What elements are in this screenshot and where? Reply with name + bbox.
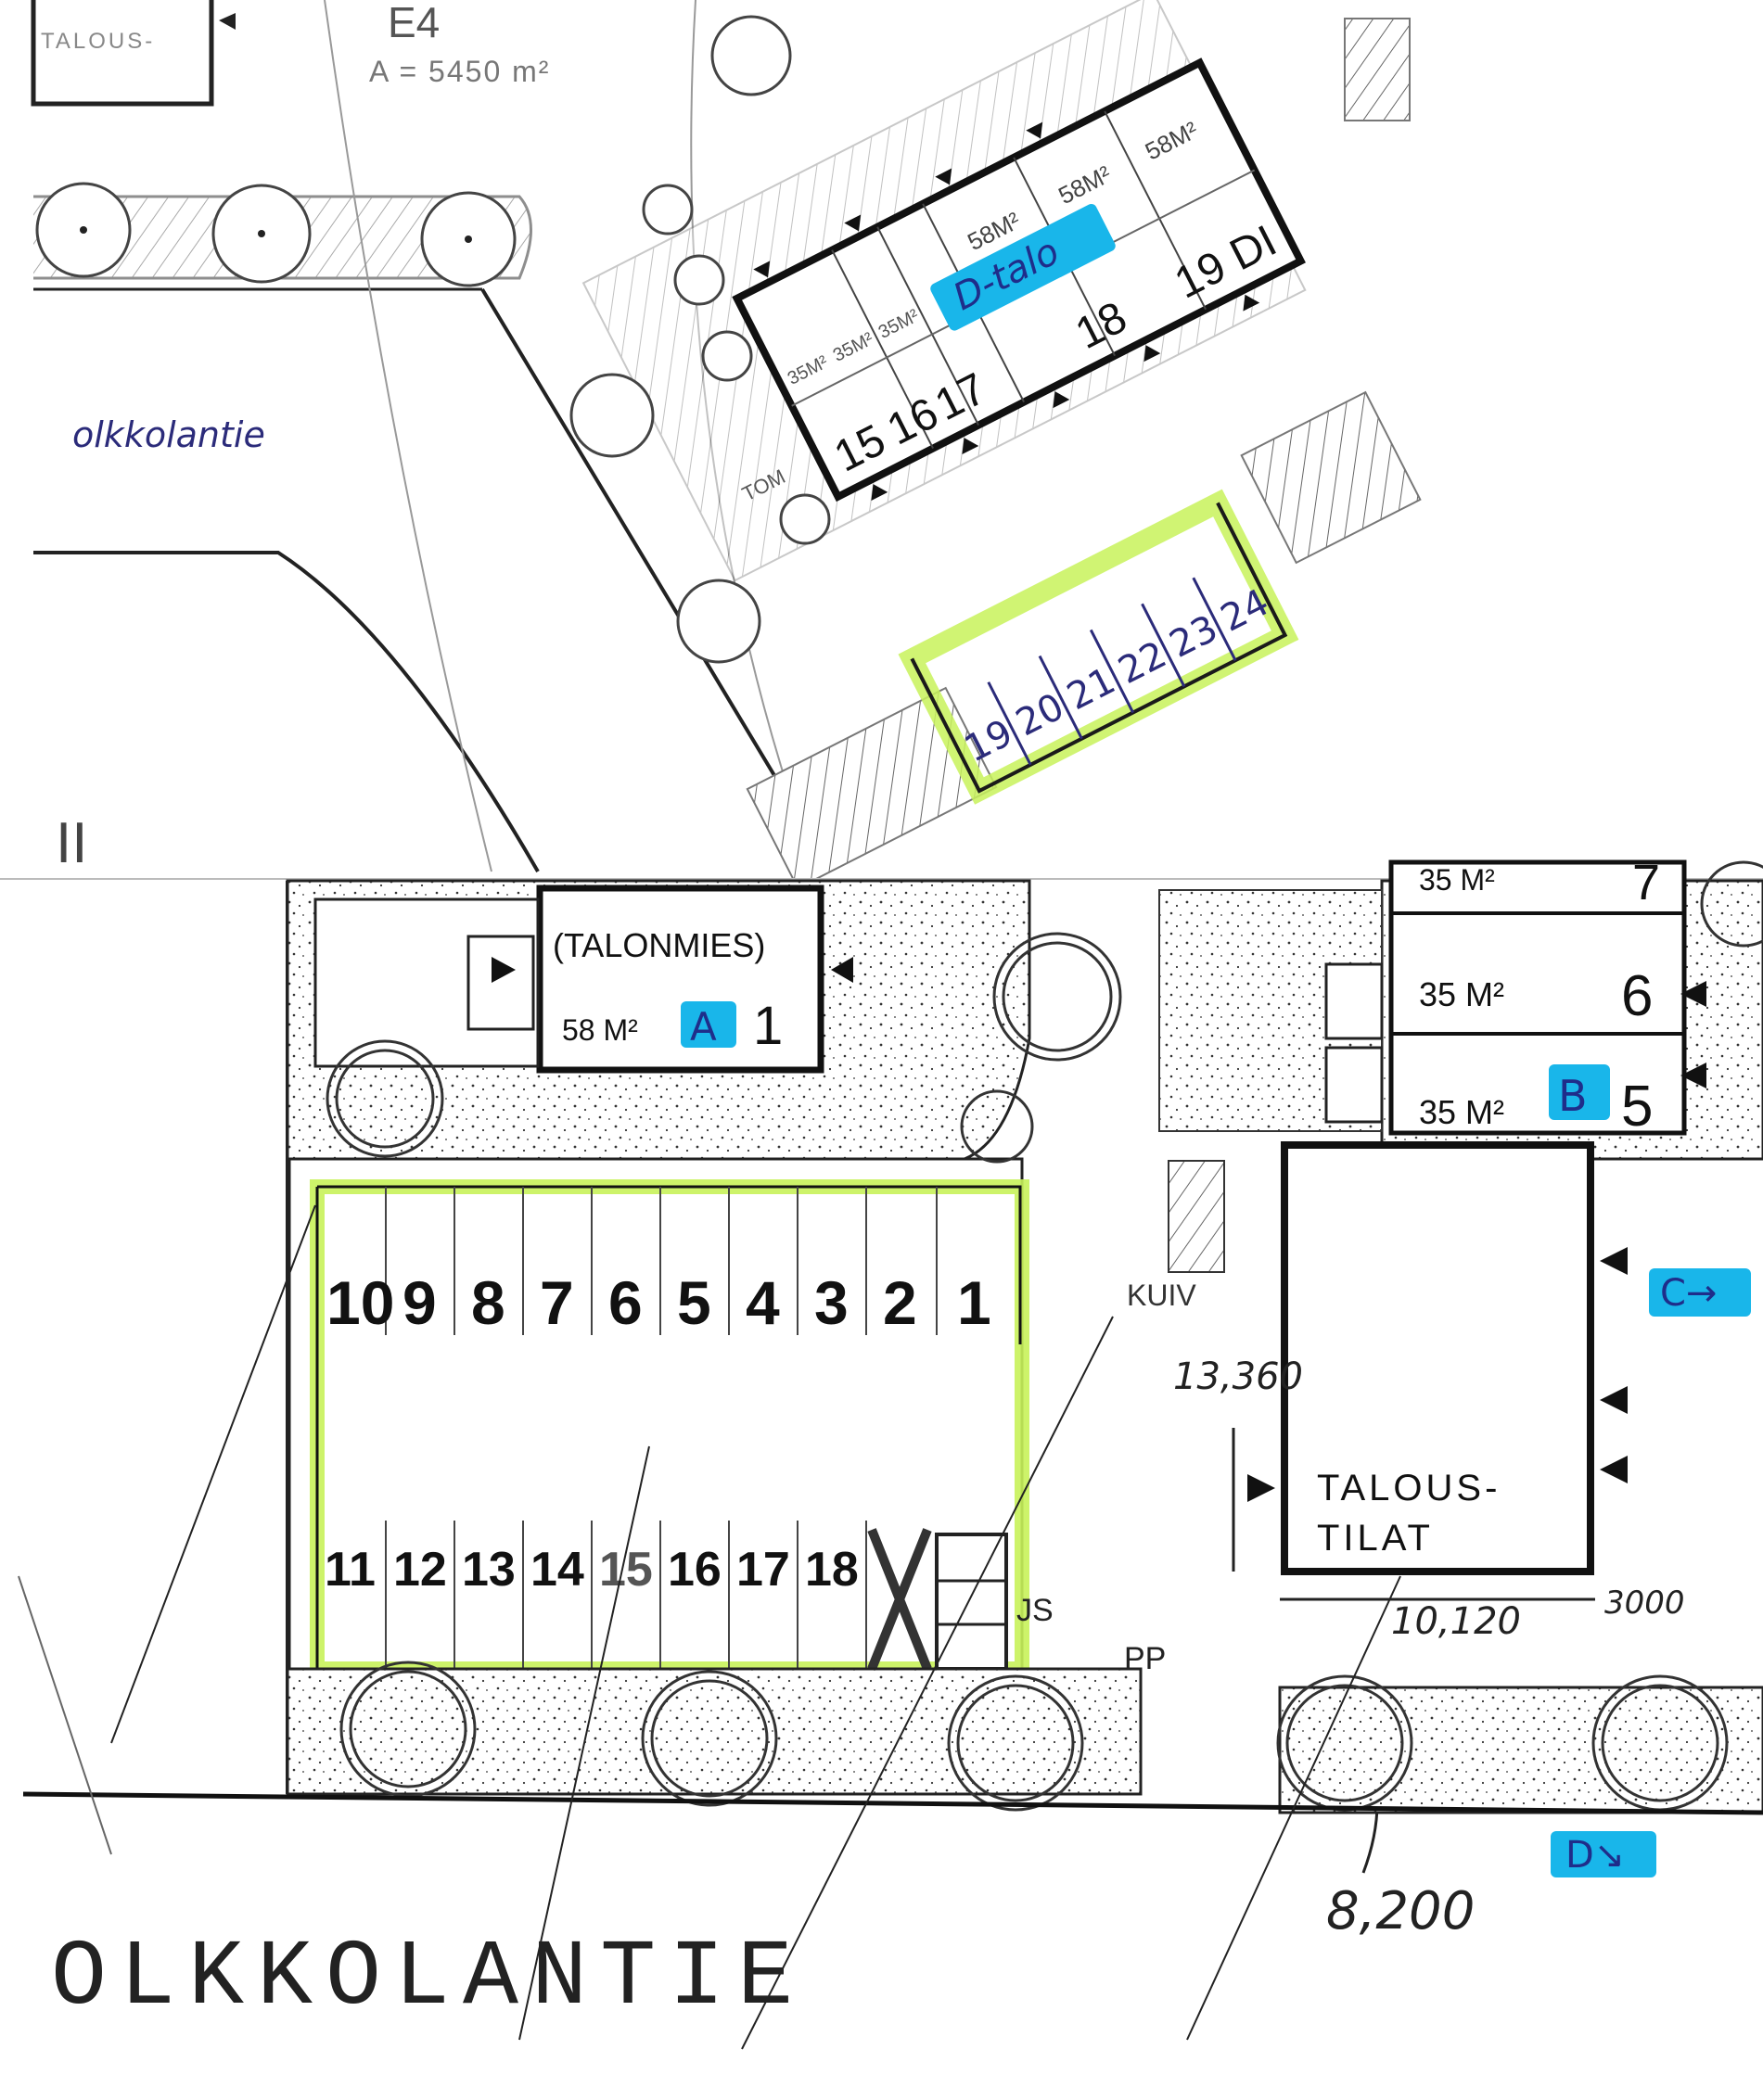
stall-8: 8	[471, 1268, 505, 1337]
roman-numeral: II	[56, 811, 87, 875]
d-highlight	[1551, 1831, 1656, 1877]
upper-left-stalls	[746, 686, 998, 890]
d-label: D↘	[1565, 1834, 1625, 1877]
b-row-6-area: 35 M²	[1419, 975, 1504, 1013]
talous-tilat-line1: TALOUS-	[1317, 1468, 1501, 1508]
bottom-tree-strip-right	[1278, 1686, 1763, 1814]
upper-top-stalls	[1344, 18, 1411, 121]
d-side-trees	[569, 15, 831, 664]
dim-right: 3000	[1604, 1585, 1685, 1622]
upper-trees	[35, 182, 517, 287]
talonmies-area: 58 M²	[562, 1013, 638, 1047]
lower-sheet: 10 9 8 7 6 5 4 3 2 1 11 12 13 14 15 16 1…	[18, 855, 1763, 2050]
stall-4: 4	[746, 1268, 780, 1337]
d-building-cluster: 58M² 58M² 58M² 35M² 35M² 35M² D-talo 15 …	[581, 0, 1307, 582]
a-highlight	[681, 1001, 736, 1048]
dim-vertical: 13,360	[1173, 1355, 1303, 1398]
c-label: C→	[1660, 1272, 1717, 1315]
b-row-7-area: 35 M²	[1419, 863, 1495, 897]
d-stall-23: 23	[1163, 607, 1224, 667]
top-plot-label: E4	[388, 0, 440, 46]
stall-2: 2	[883, 1268, 917, 1337]
stall-17: 17	[736, 1543, 790, 1597]
top-talous-building	[31, 0, 214, 107]
d-talo-highlight	[930, 204, 1116, 331]
stall-7: 7	[540, 1268, 574, 1337]
d-stall-20: 20	[1009, 685, 1070, 745]
building-b	[1388, 859, 1687, 1136]
street-name: OLKKOLANTIE	[51, 1927, 806, 2031]
stall-lines-bottom	[385, 1521, 867, 1669]
street-handwritten: olkkolantie	[72, 414, 265, 455]
dim-bottom: 8,200	[1326, 1881, 1475, 1941]
stall-9: 9	[402, 1268, 437, 1337]
talonmies-name: (TALONMIES)	[553, 926, 765, 964]
talous-tilat-building	[1281, 1141, 1594, 1575]
talous-tilat-line2: TILAT	[1317, 1518, 1434, 1559]
a-label: A	[690, 1004, 717, 1050]
stall-1: 1	[957, 1268, 991, 1337]
stall-13: 13	[462, 1543, 516, 1597]
top-area-label: A = 5450 m²	[369, 55, 550, 88]
b-row-5-unit: 5	[1621, 1075, 1653, 1139]
d-stall-22: 22	[1112, 633, 1173, 693]
stall-11: 11	[325, 1543, 376, 1597]
stall-5: 5	[677, 1268, 711, 1337]
kuiv-rack	[1168, 1160, 1225, 1273]
upper-sheet: TALOUS- E4 A = 5450 m² 58M² 58M² 58M²	[0, 0, 1763, 890]
street-edge	[22, 1791, 1763, 1815]
b-label: B	[1558, 1071, 1588, 1121]
c-highlight	[1649, 1268, 1751, 1317]
stall-14: 14	[530, 1543, 584, 1597]
cross-mark	[867, 1528, 932, 1671]
talonmies-building	[536, 885, 824, 1074]
b-highlight	[1549, 1064, 1610, 1120]
talonmies-unit: 1	[753, 996, 783, 1056]
stall-16: 16	[668, 1543, 722, 1597]
stall-lines-top	[385, 1187, 938, 1335]
stall-18: 18	[805, 1543, 859, 1597]
bottom-tree-strip-left	[286, 1667, 1143, 1796]
b-row-5-area: 35 M²	[1419, 1093, 1504, 1131]
d-stall-21: 21	[1061, 659, 1122, 719]
b-row-7-unit: 7	[1632, 855, 1660, 910]
stall-6: 6	[608, 1268, 643, 1337]
js-label: JS	[1016, 1593, 1054, 1628]
js-cabinet	[935, 1533, 1008, 1671]
d-parking: 19 20 21 22 23 24	[898, 489, 1299, 805]
entry-arrow	[219, 13, 236, 30]
parking-lot	[287, 1157, 1024, 1680]
upper-right-stalls	[1240, 390, 1422, 565]
b-row-6-unit: 6	[1621, 964, 1653, 1028]
b-trees	[326, 860, 1763, 1164]
dim-width: 10,120	[1391, 1600, 1521, 1643]
top-talous-label: TALOUS-	[41, 29, 155, 54]
stall-10: 10	[326, 1268, 394, 1337]
stall-12: 12	[393, 1543, 447, 1597]
kuiv-label: KUIV	[1127, 1279, 1196, 1312]
stall-3: 3	[814, 1268, 849, 1337]
